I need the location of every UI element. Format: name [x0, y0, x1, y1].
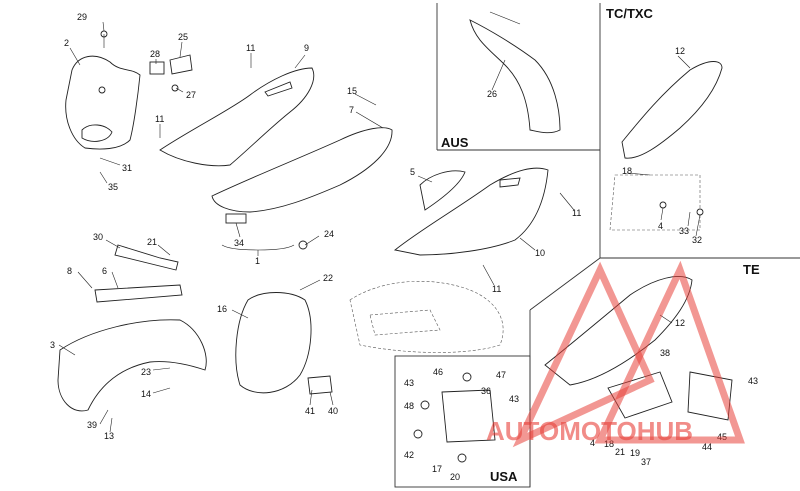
side-panel-right-part [393, 167, 549, 256]
callout-31: 31 [122, 163, 132, 173]
callout-7: 7 [349, 105, 354, 115]
callout-33: 33 [679, 226, 689, 236]
callout-8: 8 [67, 266, 72, 276]
front-fender-part [57, 244, 207, 412]
callout-4-a: 4 [658, 221, 663, 231]
watermark-text: AUTOMOTOHUB [486, 416, 693, 446]
callout-27: 27 [186, 90, 196, 100]
callout-12-b: 12 [675, 318, 685, 328]
callout-13: 13 [104, 431, 114, 441]
callout-41: 41 [305, 406, 315, 416]
callout-15: 15 [347, 86, 357, 96]
callout-26: 26 [487, 89, 497, 99]
callout-25: 25 [178, 32, 188, 42]
callout-21-b: 21 [615, 447, 625, 457]
region-label-te: TE [743, 262, 760, 277]
callout-37: 37 [641, 457, 651, 467]
watermark: AUTOMOTOHUB [486, 260, 745, 448]
callout-12-a: 12 [675, 46, 685, 56]
callout-44: 44 [702, 442, 712, 452]
callout-43-c: 43 [509, 394, 519, 404]
callout-1: 1 [255, 256, 260, 266]
callout-5: 5 [410, 167, 415, 177]
callout-11-b: 11 [246, 43, 255, 53]
callout-28: 28 [150, 49, 160, 59]
callout-2: 2 [64, 38, 69, 48]
callout-36: 36 [481, 386, 491, 396]
callout-39: 39 [87, 420, 97, 430]
callout-42: 42 [404, 450, 414, 460]
headlight-mask-part [65, 55, 141, 150]
callout-35: 35 [108, 182, 118, 192]
callout-34: 34 [234, 238, 244, 248]
airbox-outline-part [349, 281, 504, 353]
callout-leader-lines [58, 21, 701, 433]
callout-30: 30 [93, 232, 103, 242]
callout-numbers: 29 2 28 25 27 11 31 35 11 9 15 7 26 12 1… [50, 12, 758, 482]
tc-rear-fender-part [609, 61, 723, 231]
side-panel-left-part [159, 67, 315, 167]
region-label-aus: AUS [441, 135, 469, 150]
callout-10: 10 [535, 248, 545, 258]
callout-14: 14 [141, 389, 151, 399]
callout-24: 24 [324, 229, 334, 239]
callout-11-c: 11 [572, 208, 581, 218]
callout-18-b: 18 [604, 439, 614, 449]
aus-rear-part [469, 11, 561, 134]
region-frames [394, 3, 800, 488]
region-label-tc-txc: TC/TXC [606, 6, 654, 21]
callout-48: 48 [404, 401, 414, 411]
callout-43-b: 43 [404, 378, 414, 388]
callout-4-b: 4 [590, 438, 595, 448]
usa-plate-bracket-part [413, 372, 496, 463]
callout-40: 40 [328, 406, 338, 416]
callout-22: 22 [323, 273, 333, 283]
callout-11-d: 11 [492, 284, 501, 294]
callout-43-a: 43 [748, 376, 758, 386]
callout-46: 46 [433, 367, 443, 377]
callout-32: 32 [692, 235, 702, 245]
callout-16: 16 [217, 304, 227, 314]
callout-6: 6 [102, 266, 107, 276]
region-label-usa: USA [490, 469, 518, 484]
callout-38: 38 [660, 348, 670, 358]
bracket-parts [100, 30, 193, 92]
callout-11-a: 11 [155, 114, 164, 124]
callout-19: 19 [630, 448, 640, 458]
callout-23: 23 [141, 367, 151, 377]
callout-21-a: 21 [147, 237, 157, 247]
callout-20: 20 [450, 472, 460, 482]
callout-47: 47 [496, 370, 506, 380]
callout-17: 17 [432, 464, 442, 474]
callout-9: 9 [304, 43, 309, 53]
callout-18-a: 18 [622, 166, 632, 176]
headlight-part [235, 240, 333, 395]
callout-3: 3 [50, 340, 55, 350]
callout-29: 29 [77, 12, 87, 22]
